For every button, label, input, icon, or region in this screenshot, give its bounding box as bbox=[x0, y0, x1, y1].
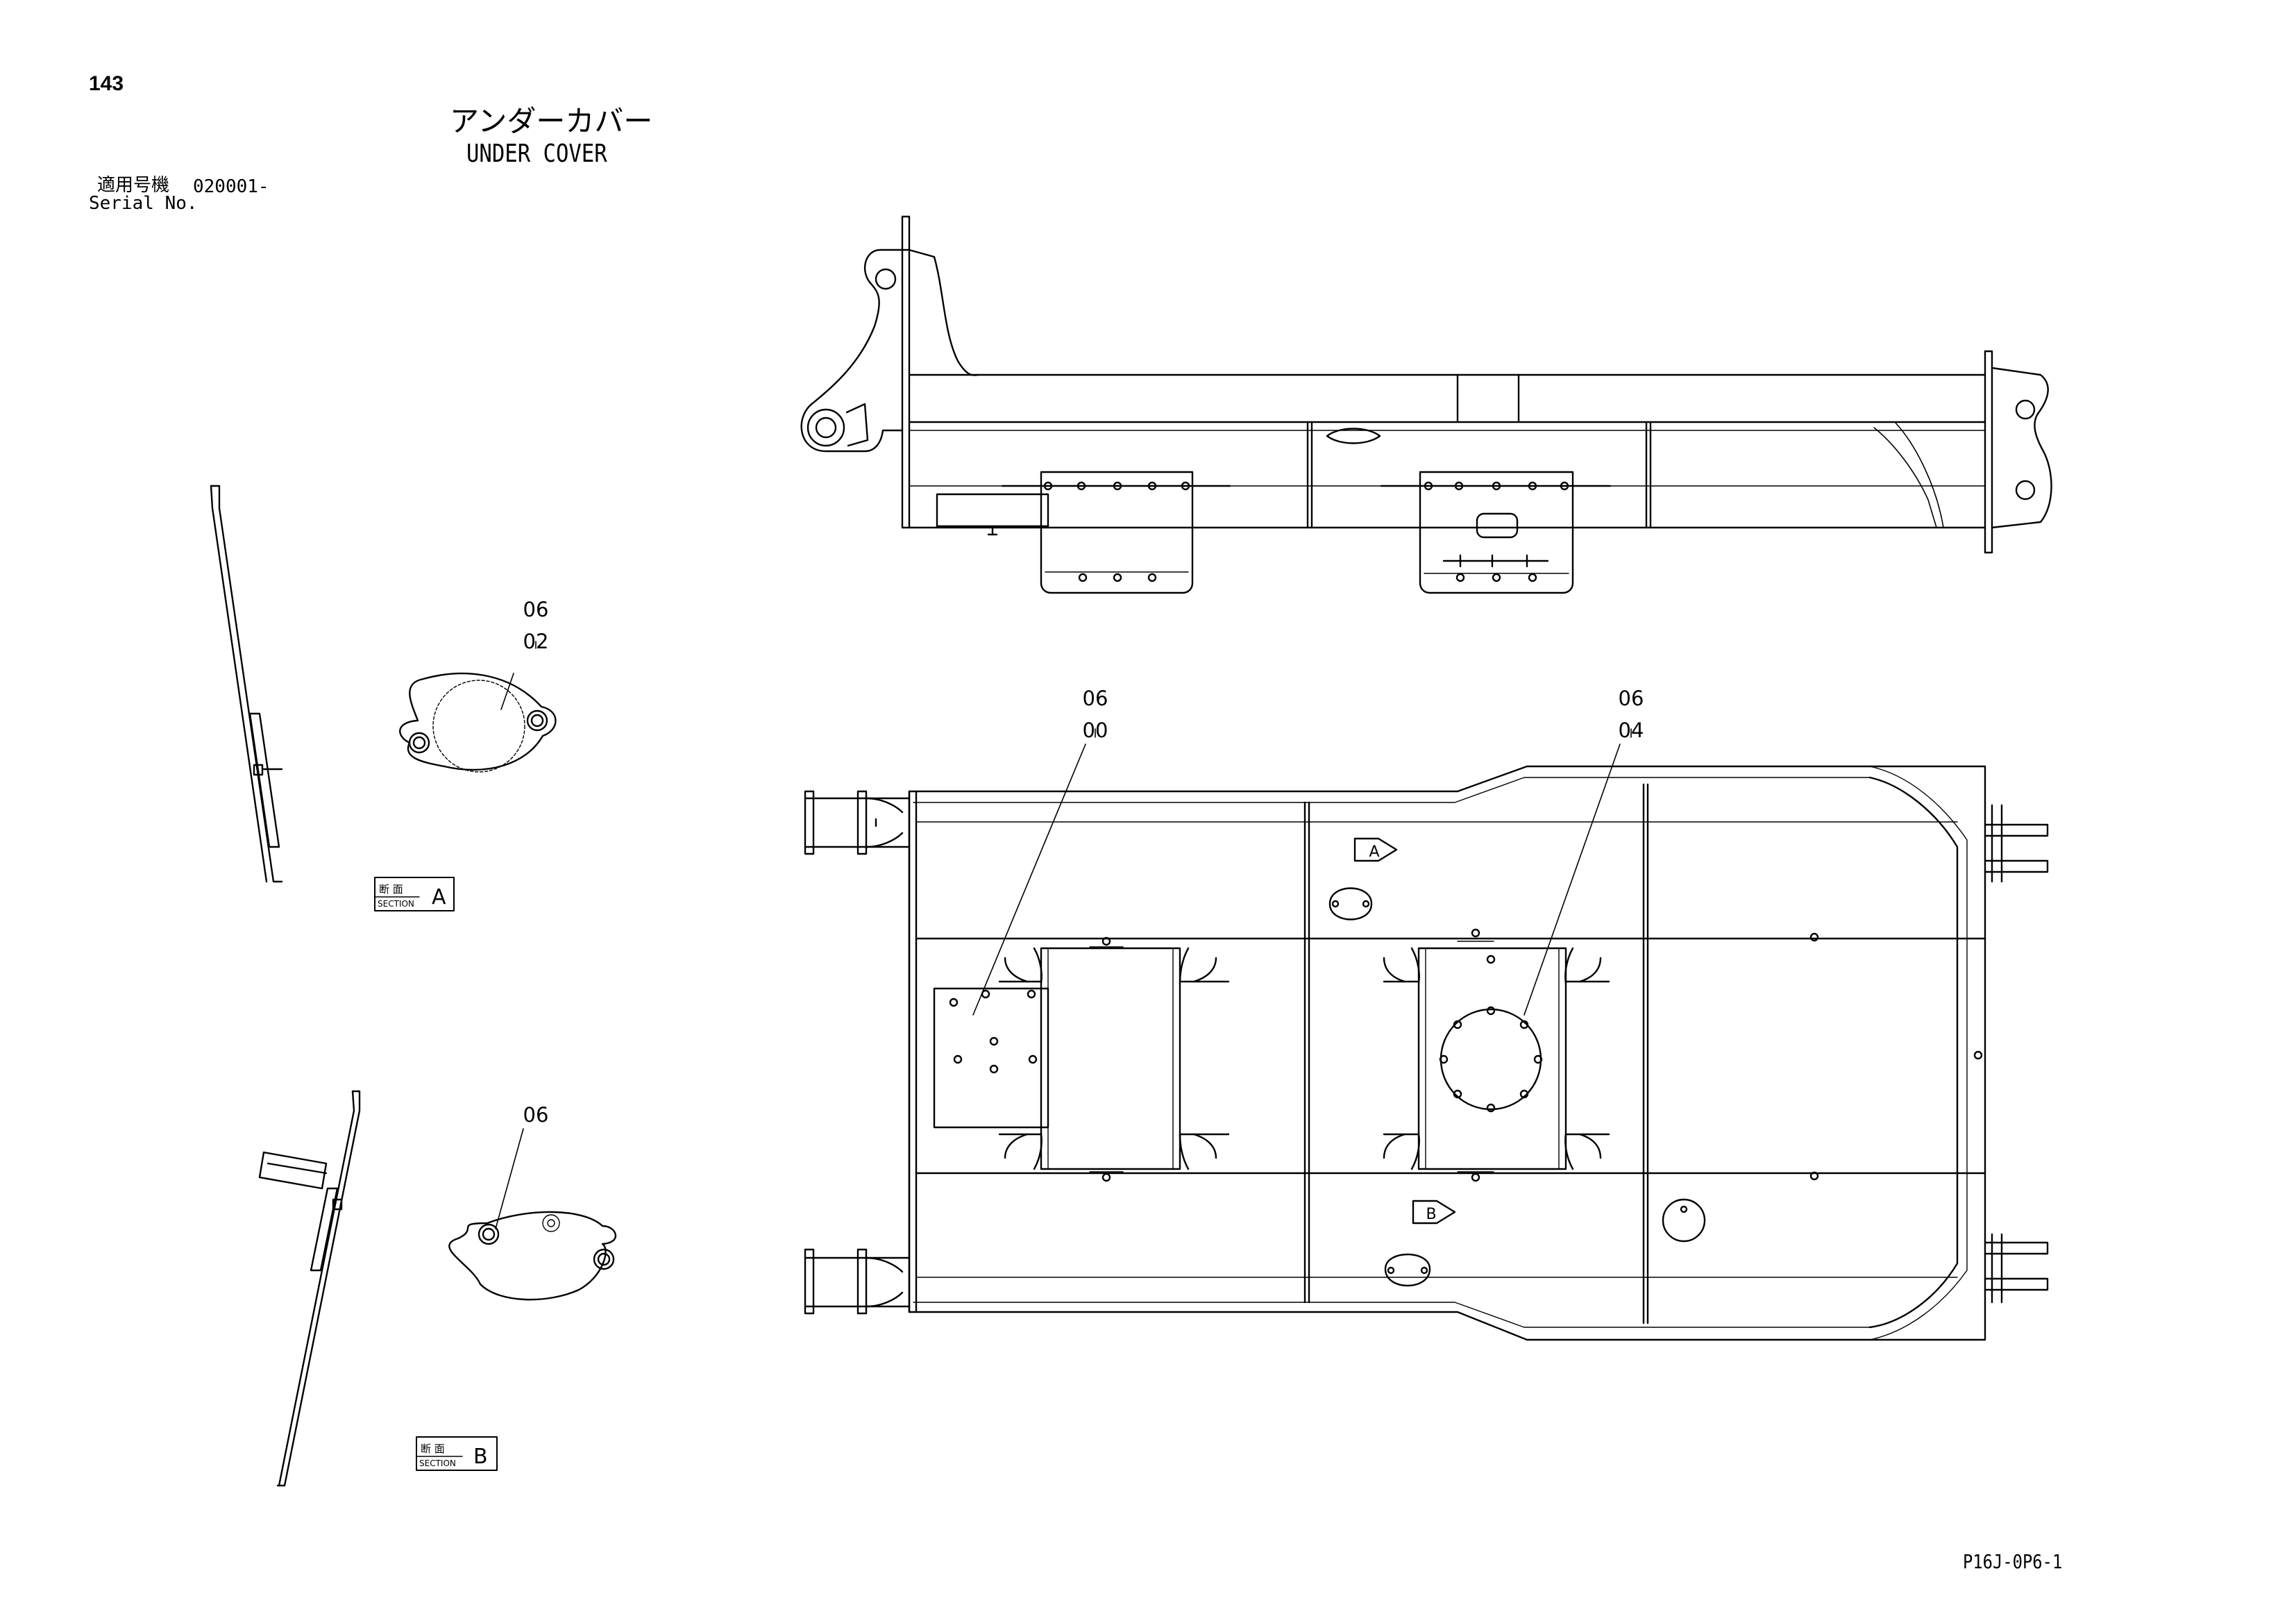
callout-06-00-bottom: 00 bbox=[1083, 718, 1108, 742]
callout-06-00-top: 06 bbox=[1083, 687, 1108, 710]
serial-label-english: Serial No. bbox=[89, 193, 198, 214]
section-a-letter: A bbox=[432, 885, 446, 909]
leader-06-00 bbox=[972, 728, 1096, 1016]
page-number: 143 bbox=[89, 72, 124, 95]
section-label-b: 断 面 SECTION B bbox=[416, 1436, 498, 1471]
serial-label-japanese: 適用号機 bbox=[97, 175, 170, 196]
callout-06-04-bottom: 04 bbox=[1619, 718, 1644, 742]
frame-plan-view bbox=[804, 765, 2049, 1341]
section-b-detail bbox=[258, 1090, 617, 1487]
view-arrow-b bbox=[1412, 1200, 1456, 1225]
callout-06-02-bottom: 02 bbox=[523, 630, 549, 653]
section-a-jp: 断 面 bbox=[379, 883, 403, 895]
section-label-a: 断 面 SECTION A bbox=[374, 877, 455, 911]
section-a-detail bbox=[210, 485, 557, 883]
section-b-letter: B bbox=[473, 1445, 488, 1469]
view-marker-a: A bbox=[1369, 843, 1379, 861]
leader-06-04 bbox=[1523, 728, 1632, 1016]
callout-06-section-b: 06 bbox=[523, 1103, 549, 1127]
view-marker-b: B bbox=[1426, 1206, 1436, 1223]
section-b-jp: 断 面 bbox=[421, 1443, 445, 1455]
title-japanese: アンダーカバー bbox=[450, 104, 653, 138]
view-arrow-a bbox=[1353, 837, 1398, 862]
section-a-en: SECTION bbox=[378, 899, 414, 909]
callout-06-04-top: 06 bbox=[1619, 687, 1644, 710]
callout-06-02-top: 06 bbox=[523, 598, 549, 621]
section-b-en: SECTION bbox=[419, 1458, 456, 1468]
frame-side-view bbox=[800, 215, 2052, 594]
serial-value: 020001- bbox=[193, 176, 269, 197]
leader-06-02 bbox=[500, 641, 537, 710]
title-english: UNDER COVER bbox=[466, 140, 607, 168]
document-code: P16J-0P6-1 bbox=[1963, 1550, 2063, 1573]
leader-06-section-b bbox=[495, 1128, 524, 1229]
